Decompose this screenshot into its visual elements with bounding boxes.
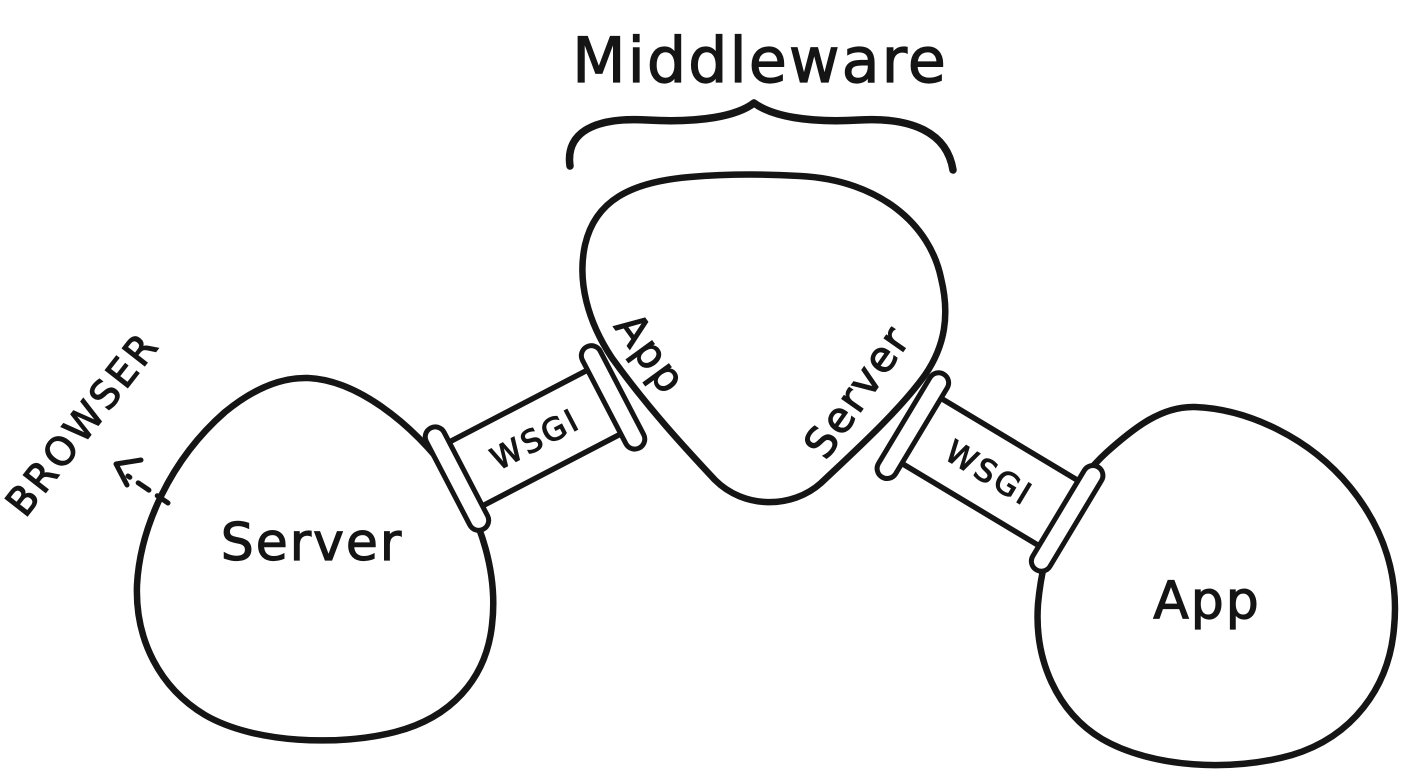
wsgi-pipe-left-collar-middleware [578,343,648,452]
browser-arrow-head [113,457,144,488]
middleware-node [579,171,949,506]
browser-arrow-dashed-line [125,473,171,506]
middleware-title-group: Middleware [565,23,957,174]
wsgi-pipe-right-collar-middleware [874,370,952,482]
wsgi-pipe-left-collar-server [422,424,492,533]
browser-label: BROWSER [0,324,169,526]
browser-annotation: BROWSER [0,323,171,526]
server-node-label: Server [221,513,404,573]
wsgi-pipe-left: WSGI [422,343,648,533]
middleware-brace [565,99,957,174]
middleware-node-shape [579,171,949,506]
app-node-label: App [1153,571,1261,631]
middleware-title: Middleware [572,24,948,97]
wsgi-pipe-right-collar-app [1028,462,1106,574]
browser-arrow [113,457,171,506]
